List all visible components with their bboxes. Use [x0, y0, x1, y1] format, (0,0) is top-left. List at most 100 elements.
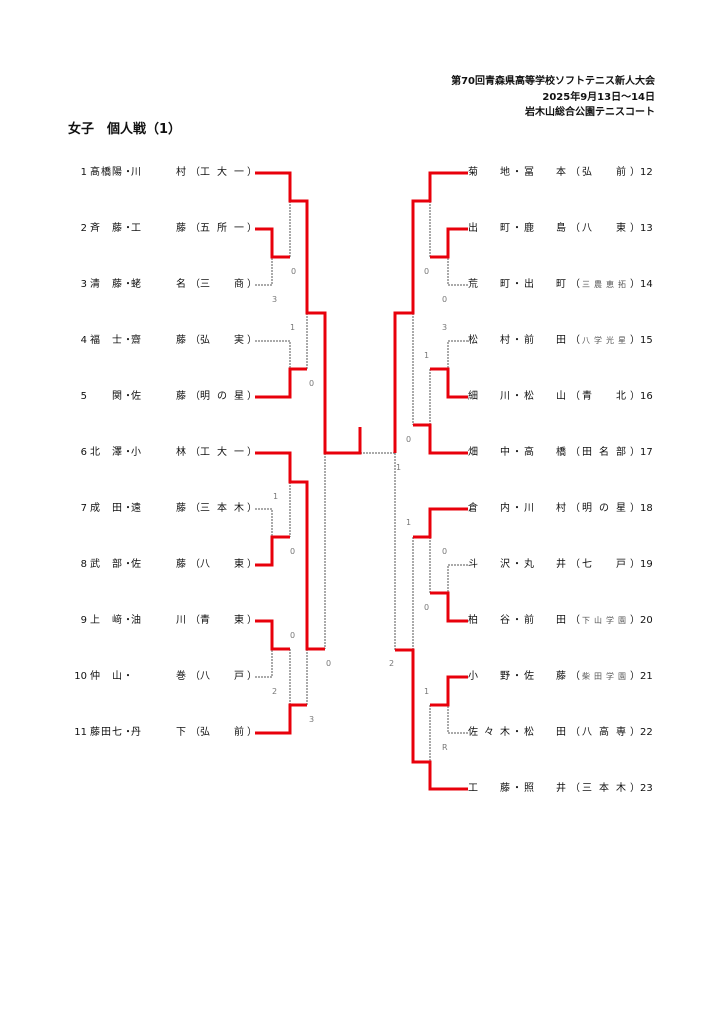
separator: ・ [123, 391, 133, 402]
school-name: 八学光星 [582, 336, 626, 345]
separator: ・ [123, 279, 133, 290]
entry-number: 21 [640, 671, 653, 682]
entry-number: 18 [640, 503, 653, 514]
paren-open: （ [190, 335, 200, 346]
entry-number: 7 [80, 503, 87, 514]
school-name: 七戸 [582, 559, 626, 570]
player-family-name: 関 [90, 391, 132, 402]
score: 0 [442, 547, 447, 556]
paren-open: （ [190, 503, 200, 514]
paren-close: ） [247, 223, 257, 234]
paren-open: （ [570, 223, 580, 234]
entry-number: 15 [640, 335, 653, 346]
player-given-name: 佐藤 [131, 559, 186, 570]
bracket-line [447, 705, 468, 734]
player-family-name: 柏谷 [468, 615, 510, 626]
paren-close: ） [630, 671, 640, 682]
player-given-name: 川村 [524, 503, 566, 514]
bracket-line [447, 257, 468, 286]
entry-number: 10 [74, 671, 87, 682]
winner-path [393, 171, 468, 453]
separator: ・ [512, 447, 522, 458]
paren-close: ） [630, 167, 640, 178]
winner-path [413, 507, 468, 539]
school-name: 柴田学園 [582, 672, 626, 681]
entry-number: 9 [80, 615, 87, 626]
separator: ・ [123, 447, 133, 458]
school-name: 八東 [200, 559, 244, 570]
player-given-name: 松山 [524, 391, 566, 402]
paren-open: （ [190, 447, 200, 458]
player-family-name: 成田 [90, 503, 122, 514]
paren-open: （ [570, 503, 580, 514]
player-family-name: 出町 [468, 223, 510, 234]
player-given-name: 前田 [524, 335, 566, 346]
separator: ・ [123, 671, 133, 682]
score: 0 [406, 435, 411, 444]
entry-number: 20 [640, 615, 653, 626]
separator: ・ [123, 615, 133, 626]
paren-close: ） [247, 167, 257, 178]
player-family-name: 細川 [468, 391, 510, 402]
separator: ・ [512, 615, 522, 626]
score: 1 [424, 351, 429, 360]
score: 0 [290, 547, 295, 556]
winner-path [255, 535, 290, 567]
school-name: 下山学園 [582, 616, 626, 625]
player-family-name: 荒町 [468, 279, 510, 290]
player-family-name: 仲山 [90, 671, 122, 682]
loser-lines [255, 201, 468, 762]
score: 0 [326, 659, 331, 668]
player-given-name: 照井 [524, 783, 566, 794]
bracket-line [255, 649, 273, 678]
paren-open: （ [570, 335, 580, 346]
school-name: 明の星 [200, 391, 244, 402]
winner-path [413, 423, 468, 455]
player-family-name: 佐々木 [468, 727, 510, 738]
winner-path [430, 675, 468, 707]
player-given-name: 巻 [131, 671, 196, 682]
school-name: 五所一 [200, 223, 244, 234]
paren-close: ） [247, 559, 257, 570]
entry-number: 1 [80, 167, 87, 178]
school-name: 田名部 [582, 447, 626, 458]
player-given-name: 工藤 [131, 223, 186, 234]
player-family-name: 武部 [90, 559, 122, 570]
winner-path [255, 619, 290, 651]
paren-close: ） [247, 279, 257, 290]
page-title: 女子 個人戦（1） [68, 122, 182, 137]
player-given-name: 遠藤 [131, 503, 186, 514]
player-family-name: 畑中 [468, 447, 510, 458]
paren-open: （ [570, 391, 580, 402]
paren-open: （ [190, 279, 200, 290]
paren-close: ） [630, 391, 640, 402]
separator: ・ [123, 167, 133, 178]
winner-lines [255, 171, 468, 791]
paren-close: ） [247, 615, 257, 626]
paren-open: （ [190, 727, 200, 738]
entry-number: 2 [80, 223, 87, 234]
winner-path [255, 451, 325, 651]
winner-path [395, 648, 468, 791]
player-family-name: 清藤 [90, 279, 122, 290]
event-venue: 岩木山総合公園テニスコート [525, 107, 655, 118]
separator: ・ [512, 783, 522, 794]
paren-close: ） [247, 727, 257, 738]
paren-open: （ [570, 167, 580, 178]
score: 1 [406, 518, 411, 527]
player-family-name: 菊地 [468, 167, 510, 178]
player-given-name: 小林 [131, 447, 186, 458]
entry-number: 14 [640, 279, 653, 290]
score: 0 [309, 379, 314, 388]
entry-number: 5 [80, 391, 87, 402]
player-given-name: 川村 [131, 167, 186, 178]
player-family-name: 斗沢 [468, 559, 510, 570]
paren-open: （ [570, 783, 580, 794]
paren-open: （ [570, 615, 580, 626]
scores: 0 3 1 0 1 0 0 2 3 0 0 0 3 1 0 1 1 0 0 2 … [272, 267, 448, 752]
entry-number: 12 [640, 167, 653, 178]
event-date: 2025年9月13日～14日 [542, 92, 655, 103]
bracket-line [447, 564, 468, 593]
score: 2 [389, 659, 394, 668]
paren-close: ） [630, 559, 640, 570]
